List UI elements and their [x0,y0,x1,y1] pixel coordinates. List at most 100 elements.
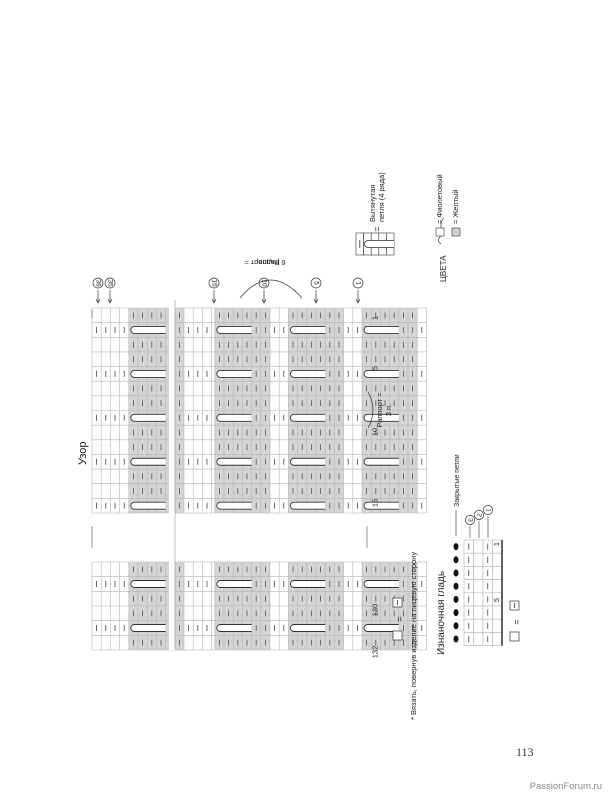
elongated-loop-icon [130,326,166,334]
colors-label: ЦВЕТА [439,255,448,282]
elongated-loop-icon [130,413,166,422]
row-label-circle [352,277,364,289]
reverse-legend-swatch [509,631,520,642]
color-name: = Фиолетовый [435,174,444,224]
elongated-loop-icon [216,413,252,422]
elongated-loop-icon [216,580,252,588]
elongated-loop-icon [289,326,326,334]
chart-title: Узор [77,441,89,465]
row-label: 35 [106,279,113,287]
reverse-cell [492,618,503,633]
row-arrow-head [313,298,319,304]
elongated-loop-icon [363,624,399,632]
column-number: 132 [371,646,380,659]
closed-loop-bullet [453,543,459,551]
row-arrow-head [211,298,217,304]
column-number: 10 [371,428,380,436]
reverse-title: Изнаночная гладь [436,571,447,655]
reverse-cell [473,632,484,646]
row-label-circle [92,277,104,289]
rapport-rows-label: 6 рядов [259,258,286,267]
rapport-stitch-brace [367,391,374,429]
legend-equals: = [372,226,382,231]
reverse-cell [492,566,503,580]
legend-elongated-label: Вытянутая [368,185,377,222]
rapport-stitch-label: Раппорт = [375,392,384,428]
elongated-loop-icon [216,624,252,632]
elongated-loop-icon [289,413,326,422]
color-swatch [451,227,461,237]
reverse-cell [492,579,503,594]
row-label: 1 [354,281,361,285]
page-number: 113 [516,745,534,759]
reverse-row-label: 3 [466,518,472,522]
elongated-loop-icon [363,457,399,466]
elongated-loop-icon [289,624,326,632]
elongated-loop-icon [289,580,326,588]
row-label-circle [310,277,322,289]
row-label-circle [208,277,220,289]
wrong-side-note: * Вязать, повернув изделие на лицевую ст… [409,552,418,720]
closed-loop-bullet [453,635,459,643]
elongated-loop-icon [130,457,166,466]
closed-loop-bullet [453,595,459,603]
row-label: 36 [94,279,101,287]
elongated-loop-icon [363,580,399,588]
row-label-circle [104,277,116,289]
row-arrow-head [261,298,267,304]
column-number: 130 [371,604,380,617]
legend-elongated-label: петля (4 ряда) [377,172,386,222]
elongated-loop-icon [289,501,326,510]
elongated-loop-icon [130,624,166,632]
elongated-loop-icon [363,369,399,378]
reverse-row-label: 2 [475,513,481,517]
reverse-row-circle [465,515,475,525]
column-number: 15 [371,499,380,507]
legend-elongated-loop-icon [364,240,394,248]
reverse-col-number: 1 [494,542,501,546]
elongated-loop-icon [130,369,166,378]
reverse-cell [492,552,503,567]
elongated-loop-icon [216,457,252,466]
row-label: 5 [312,281,319,285]
row-label: 10 [260,279,267,287]
elongated-loop-icon [130,580,166,588]
closed-loop-bullet [453,582,459,590]
reverse-row-circle [474,510,484,520]
column-number: 5 [371,366,380,370]
rapport-rows-arc [239,279,303,299]
reverse-cell [473,539,484,554]
rapport-stitch-label: 3 п. [384,404,393,416]
color-swatch [435,227,445,237]
reverse-cell [492,605,503,620]
main-pattern-grid [91,307,427,651]
elongated-loop-icon [289,369,326,378]
elongated-loop-icon [363,326,399,334]
rapport-rows-label: Раппорт = [244,258,280,267]
elongated-loop-icon [216,326,252,334]
elongated-loop-icon [130,501,166,510]
closed-loop-bullet [453,556,459,564]
row-arrow-head [95,298,101,304]
color-name: = Желтый [451,189,460,224]
elongated-loop-icon [216,369,252,378]
elongated-loop-icon [363,501,399,510]
closed-loop-bullet [453,569,459,577]
legend-knit-swatch [392,630,403,641]
closed-loop-bullet [453,622,459,630]
elongated-loop-icon [216,501,252,510]
reverse-cell [473,566,484,580]
reverse-cell [473,592,484,607]
reverse-row-circle [483,505,493,515]
reverse-cell [473,605,484,620]
closed-loops-label: Закрытые петли [454,454,461,507]
reverse-legend-equals: = [511,619,521,624]
column-number: 1 [371,316,380,320]
row-label: 15 [210,279,217,287]
row-arrow-head [107,298,113,304]
reverse-row-label: 1 [484,508,490,512]
